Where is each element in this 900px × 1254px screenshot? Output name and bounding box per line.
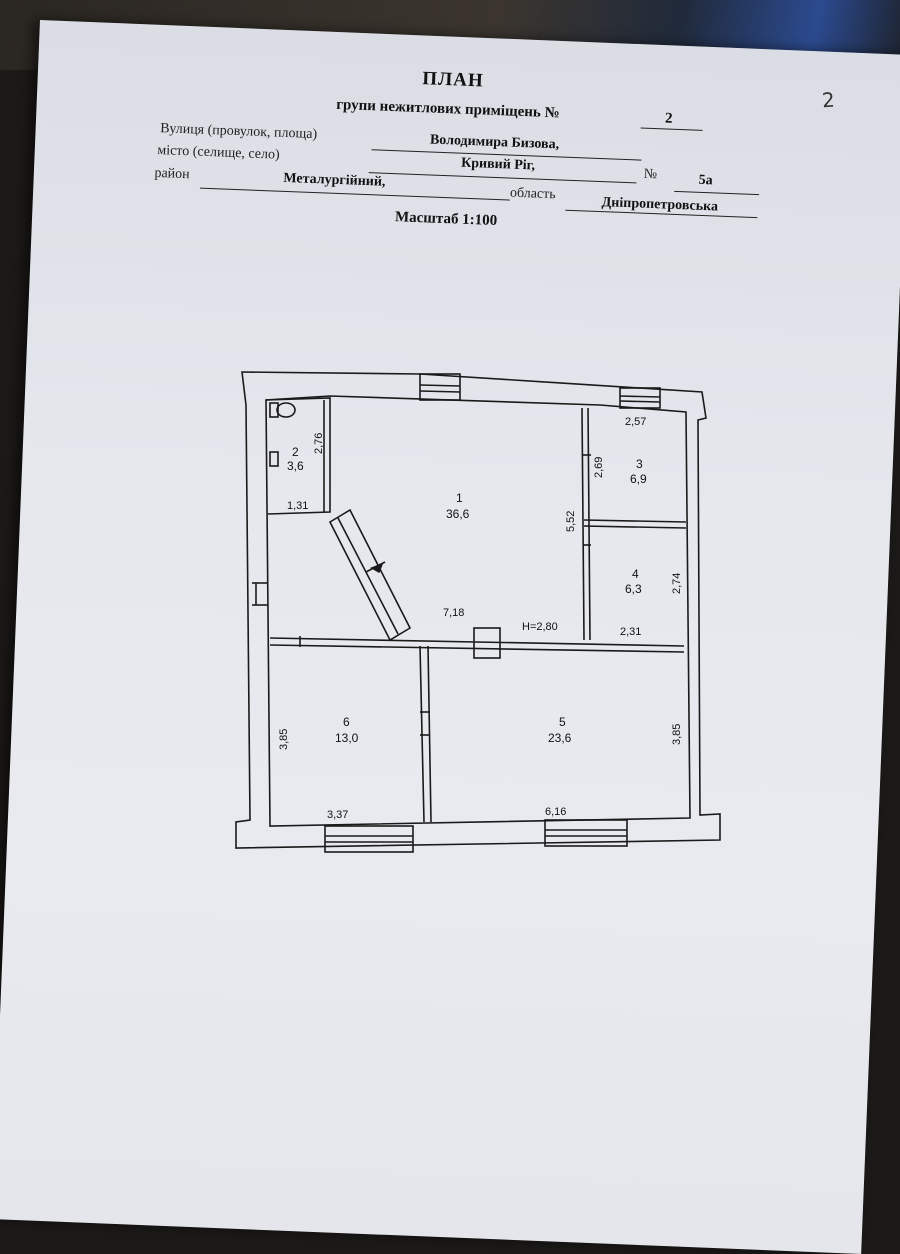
room-5-number: 5 bbox=[559, 715, 566, 729]
dim-room2-width: 1,31 bbox=[287, 500, 308, 512]
dim-ceiling-height: H=2,80 bbox=[522, 621, 558, 633]
sink-icon bbox=[269, 451, 279, 467]
outer-wall-inner bbox=[265, 395, 691, 827]
room-5-area: 23,6 bbox=[548, 731, 572, 745]
room-1-number: 1 bbox=[456, 491, 463, 505]
room-3-walls bbox=[583, 519, 687, 523]
stair-element bbox=[328, 508, 412, 642]
dim-room6-side: 3,85 bbox=[278, 729, 290, 750]
dim-room1-side: 5,52 bbox=[565, 511, 577, 532]
room-4-number: 4 bbox=[632, 567, 639, 581]
window-top-1 bbox=[419, 373, 461, 401]
window-bottom-2 bbox=[544, 819, 628, 847]
room-6-number: 6 bbox=[343, 715, 350, 729]
dim-room5-bottom: 6,16 bbox=[545, 806, 566, 818]
dim-room4-side: 2,74 bbox=[671, 573, 683, 594]
dim-room5-side: 3,85 bbox=[671, 724, 683, 745]
room-6-area: 13,0 bbox=[335, 731, 359, 745]
room-3-area: 6,9 bbox=[630, 472, 647, 486]
room-4-area: 6,3 bbox=[625, 582, 642, 596]
window-bottom-1 bbox=[324, 825, 414, 853]
floor-plan: 1 36,6 2 3,6 3 6,9 4 6,3 5 23,6 6 13,0 2… bbox=[235, 371, 721, 853]
outer-wall-outer bbox=[235, 371, 721, 849]
dim-room4-bottom: 2,31 bbox=[620, 626, 641, 638]
dimension-labels: 2,76 1,31 2,57 2,69 5,52 2,74 2,31 7,18 … bbox=[278, 416, 683, 821]
room-2-area: 3,6 bbox=[287, 459, 304, 473]
dim-room3-top: 2,57 bbox=[625, 416, 646, 428]
room-1-area: 36,6 bbox=[446, 507, 470, 521]
dim-room2-height: 2,76 bbox=[313, 433, 325, 454]
dim-room3-side: 2,69 bbox=[593, 457, 605, 478]
room-3-number: 3 bbox=[636, 457, 643, 471]
column bbox=[473, 627, 501, 659]
room-labels: 1 36,6 2 3,6 3 6,9 4 6,3 5 23,6 6 13,0 bbox=[287, 445, 647, 745]
window-top-2 bbox=[619, 387, 661, 409]
partition-room6-room5 bbox=[419, 645, 425, 823]
dim-room1-bottom: 7,18 bbox=[443, 607, 464, 619]
left-wall-opening bbox=[252, 582, 268, 606]
partition-room1-right bbox=[581, 407, 585, 641]
room-2-walls bbox=[265, 397, 331, 515]
corridor-top-wall bbox=[269, 637, 685, 647]
dim-room6-bottom: 3,37 bbox=[327, 809, 348, 821]
room-2-number: 2 bbox=[292, 445, 299, 459]
toilet-icon bbox=[276, 402, 296, 418]
